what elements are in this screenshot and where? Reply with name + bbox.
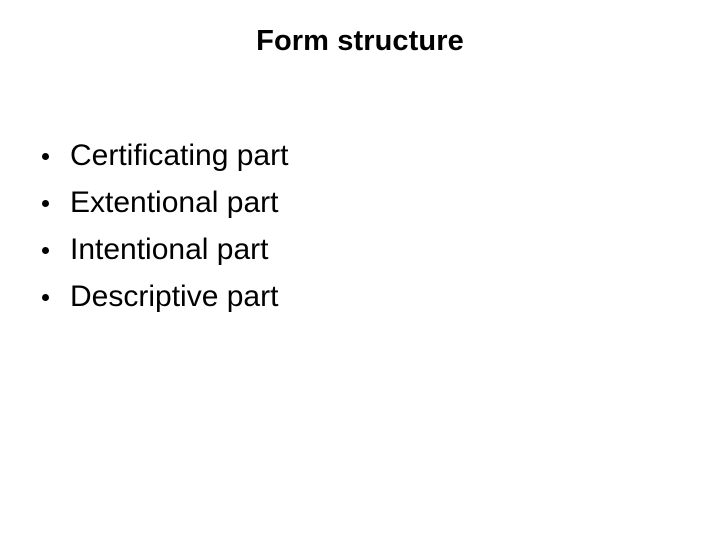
- bullet-dot-icon: [42, 199, 49, 207]
- bullet-dot-icon: [42, 246, 49, 254]
- list-item: Descriptive part: [38, 273, 678, 320]
- list-item: Extentional part: [38, 179, 678, 226]
- list-item-label: Extentional part: [70, 186, 279, 219]
- bullet-dot-icon: [42, 293, 49, 301]
- list-item-label: Intentional part: [70, 233, 269, 266]
- bullet-list: Certificating part Extentional part Inte…: [38, 132, 678, 320]
- list-item: Certificating part: [38, 132, 678, 179]
- list-item-label: Certificating part: [70, 139, 289, 172]
- list-item: Intentional part: [38, 226, 678, 273]
- list-item-label: Descriptive part: [70, 280, 279, 313]
- bullet-dot-icon: [42, 152, 49, 160]
- page-title: Form structure: [256, 25, 464, 57]
